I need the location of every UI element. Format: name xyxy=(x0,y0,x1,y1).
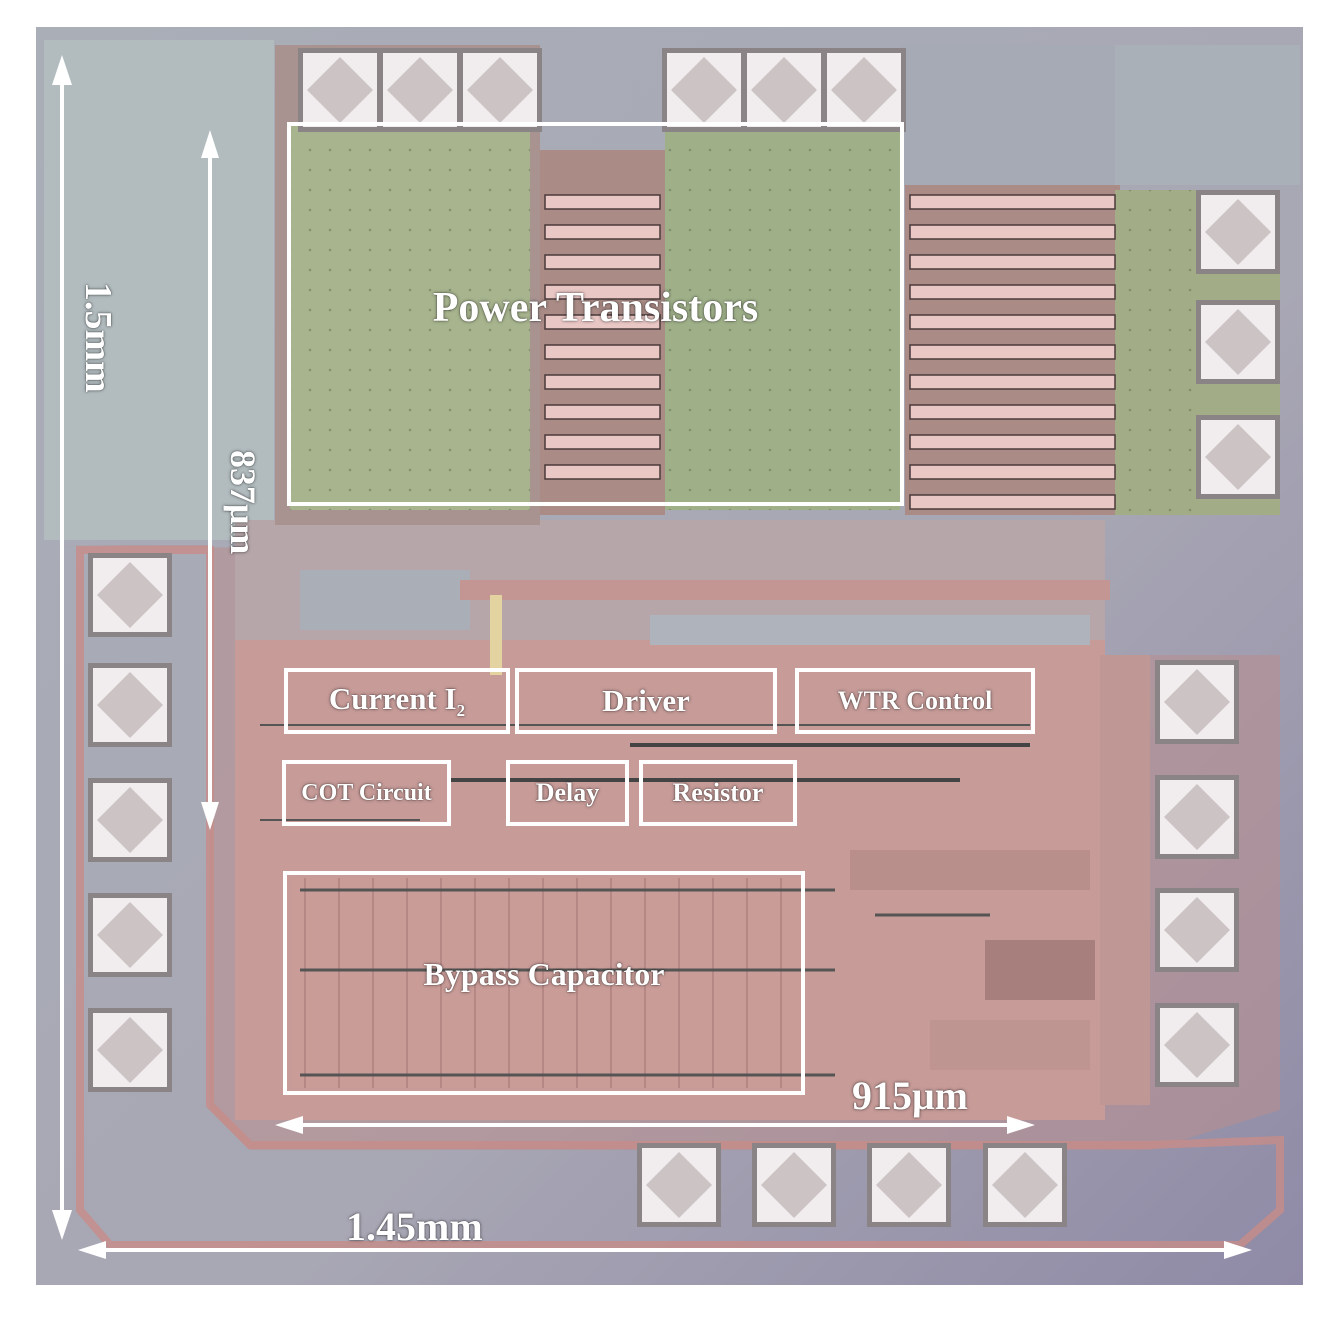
bond-pad xyxy=(458,48,542,132)
upper-left-panel xyxy=(44,40,274,540)
delay-label: Delay xyxy=(535,778,600,807)
bond-pad xyxy=(822,48,906,132)
bond-pad xyxy=(1155,775,1239,859)
right-transistor-dots xyxy=(1115,190,1200,515)
routing-block xyxy=(650,615,1090,645)
bond-pad xyxy=(1155,888,1239,972)
bond-pad xyxy=(742,48,826,132)
logic-core-right xyxy=(1100,655,1150,1105)
transistor-fingers xyxy=(544,194,1116,510)
logic-block xyxy=(930,1020,1090,1070)
power-transistors-label: Power Transistors xyxy=(432,285,759,331)
dimension-arrows xyxy=(52,55,1252,1259)
region-wtr-control: WTR Control xyxy=(795,668,1035,734)
bond-pad xyxy=(88,1008,172,1092)
bypass-capacitor-label: Bypass Capacitor xyxy=(423,955,665,992)
region-delay: Delay xyxy=(506,760,629,826)
region-cot-circuit: COT Circuit xyxy=(282,760,451,826)
driver-label: Driver xyxy=(602,683,690,718)
routing-block xyxy=(490,595,502,675)
bond-pad xyxy=(88,553,172,637)
bond-pad xyxy=(1196,300,1280,384)
die-width-label: 1.45mm xyxy=(346,1204,483,1249)
region-bypass-capacitor: Bypass Capacitor xyxy=(283,871,805,1095)
bond-pad xyxy=(1196,415,1280,499)
block-width-label: 915μm xyxy=(852,1073,968,1118)
bond-pad xyxy=(88,893,172,977)
bond-pad xyxy=(662,48,746,132)
die-height-label: 1.5mm xyxy=(77,282,119,393)
resistor-label: Resistor xyxy=(672,778,764,807)
region-power-transistors: Power Transistors xyxy=(287,122,904,506)
bond-pad xyxy=(983,1143,1067,1227)
bond-pad xyxy=(1155,660,1239,744)
logic-block xyxy=(850,850,1090,890)
finger-column xyxy=(540,150,665,515)
region-resistor: Resistor xyxy=(639,760,797,826)
current-i2-label: Current I2 xyxy=(328,680,466,721)
core-border xyxy=(76,546,1284,1249)
bond-pad xyxy=(1196,190,1280,274)
bond-pad xyxy=(378,48,462,132)
wtr-control-label: WTR Control xyxy=(837,686,993,715)
bond-pad xyxy=(88,663,172,747)
bond-pad xyxy=(637,1143,721,1227)
region-driver: Driver xyxy=(515,668,777,734)
bond-pad xyxy=(752,1143,836,1227)
logic-block xyxy=(985,940,1095,1000)
power-area-right-dots xyxy=(665,125,900,510)
cot-circuit-label: COT Circuit xyxy=(301,779,432,806)
bond-pad xyxy=(88,778,172,862)
block-height-label: 837μm xyxy=(223,450,263,555)
power-area-left-dots xyxy=(290,125,530,510)
top-right-panel xyxy=(1115,45,1300,185)
routing-block xyxy=(300,570,470,630)
bond-pad xyxy=(1155,1003,1239,1087)
bond-pad xyxy=(867,1143,951,1227)
bond-pad xyxy=(298,48,382,132)
region-current-i2: Current I2 xyxy=(284,668,510,734)
top-gap-panel xyxy=(900,45,1115,185)
bypass-cap-fill xyxy=(292,878,800,1088)
routing-block xyxy=(460,580,1110,600)
